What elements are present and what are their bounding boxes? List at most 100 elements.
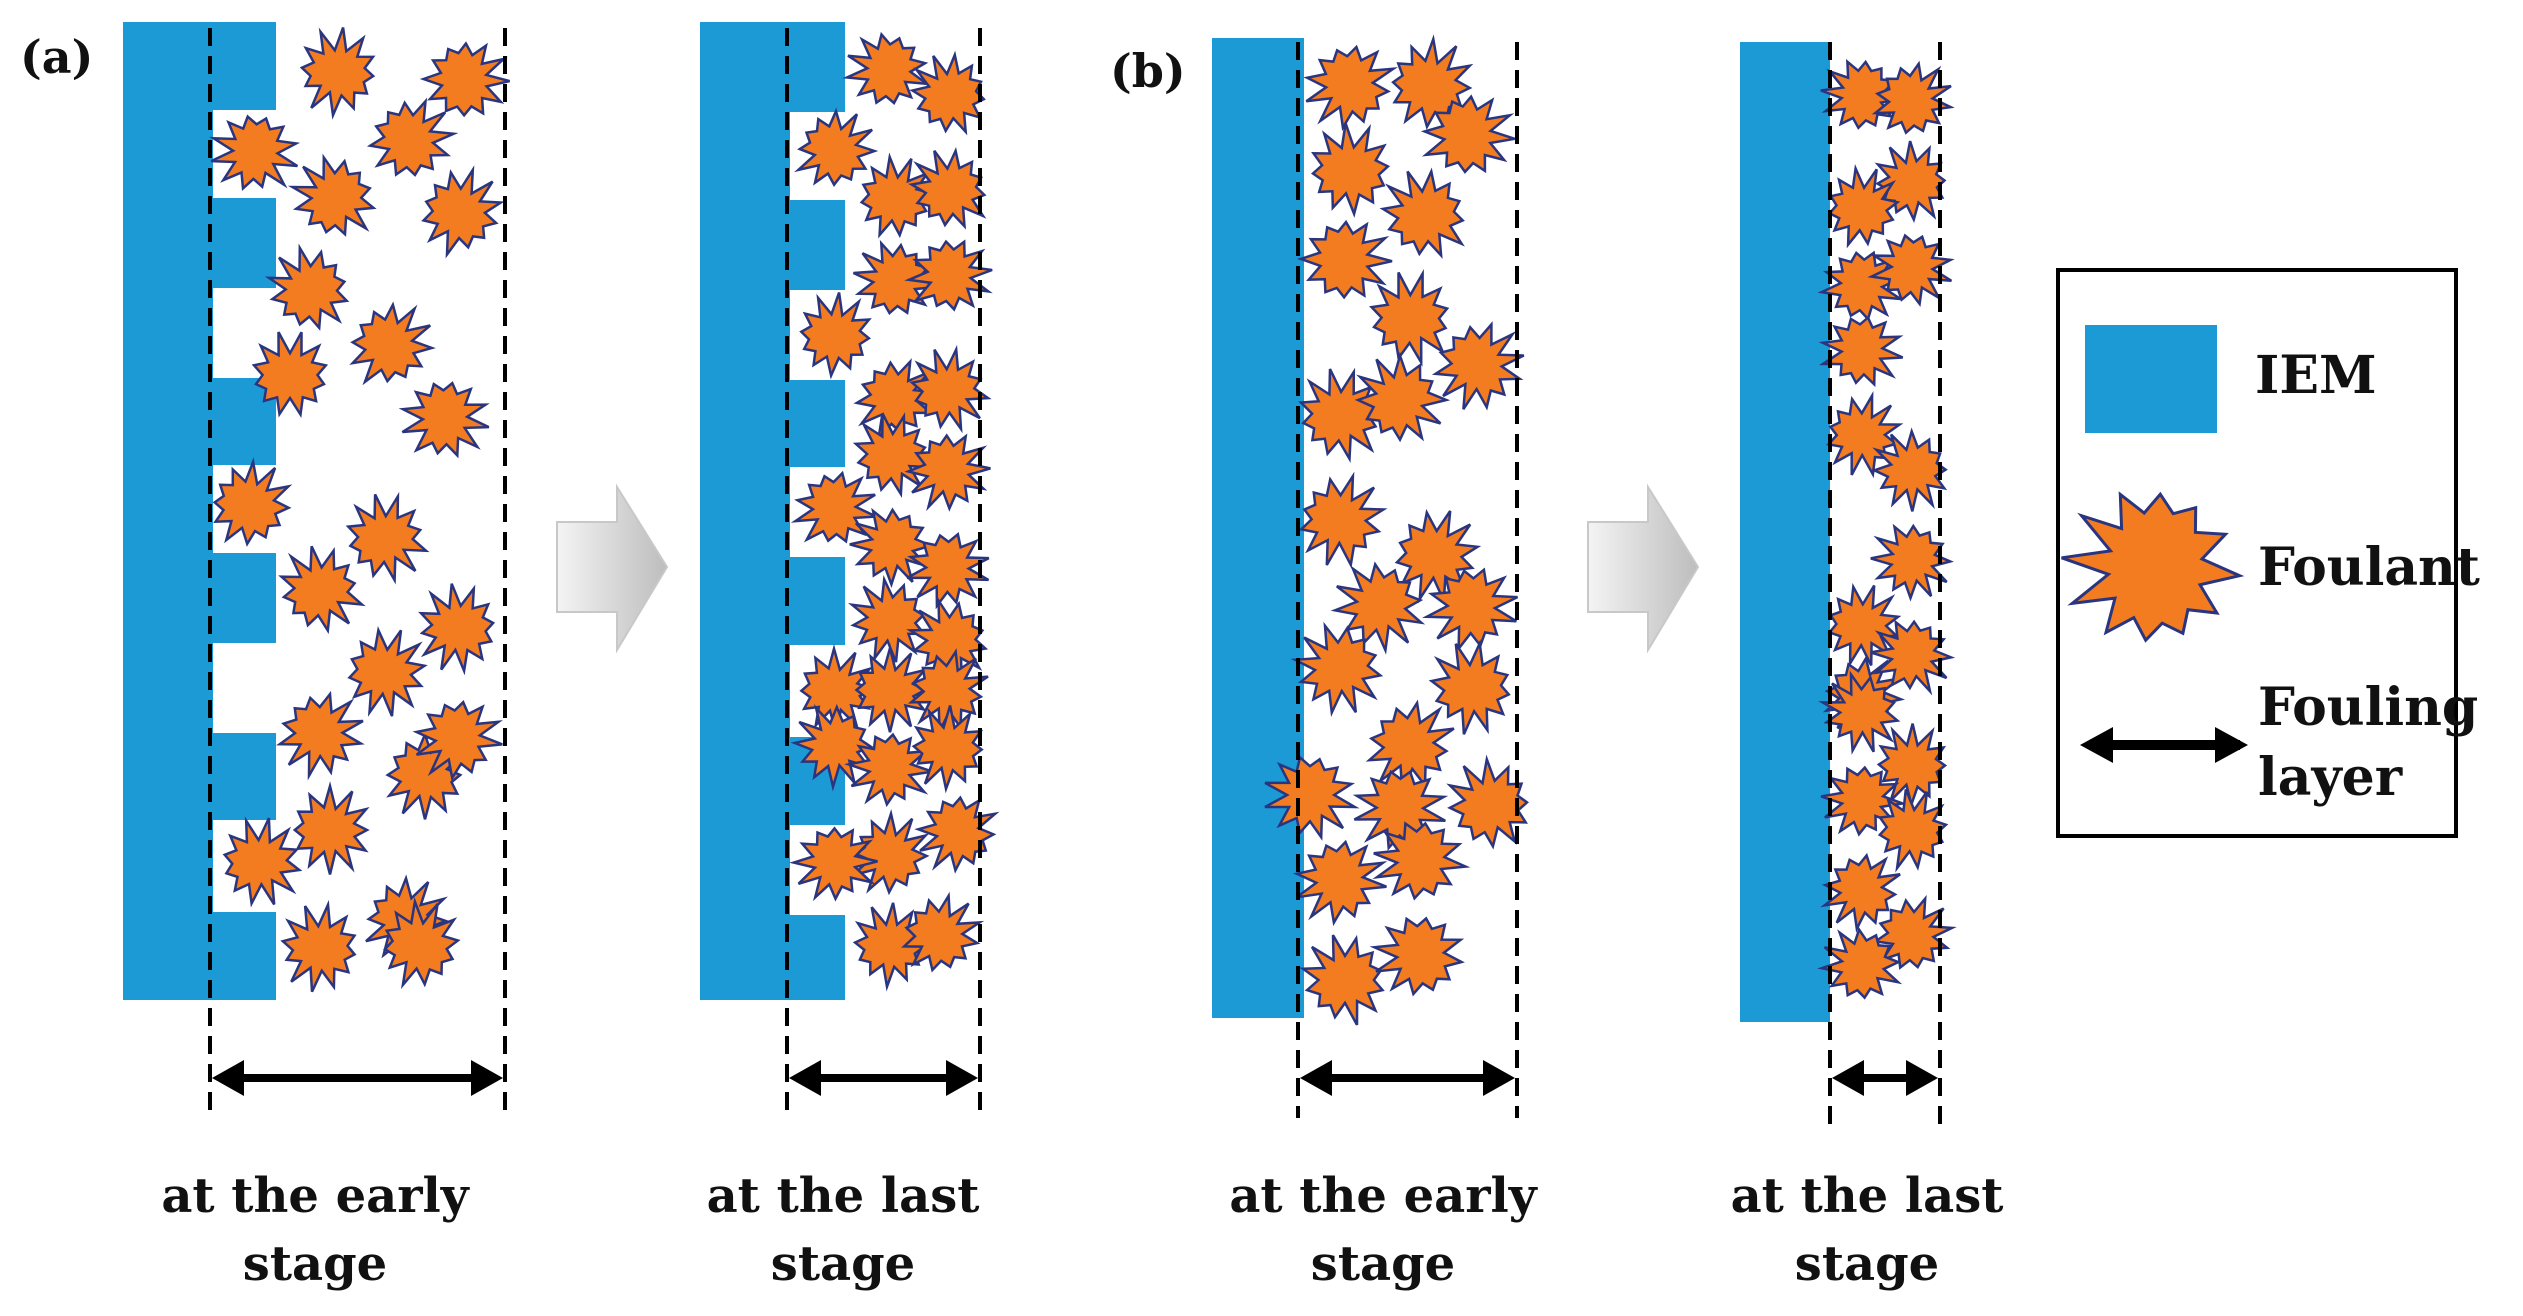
foulant-star — [412, 700, 503, 782]
iem-membrane — [1740, 42, 1830, 1022]
foulant-star — [901, 891, 985, 973]
iem-ridge — [210, 553, 276, 643]
foulant-star — [212, 457, 293, 547]
caption-b-early: at the early stage — [1229, 1168, 1538, 1292]
foulant-star — [1870, 619, 1956, 696]
foulant-star — [1330, 561, 1426, 655]
foulant-star — [251, 331, 329, 419]
foulant-star — [1871, 60, 1955, 135]
foulant-star — [418, 583, 496, 676]
foulant-star — [292, 781, 370, 875]
svg-text:at the early: at the early — [161, 1168, 470, 1224]
foulant-star — [1820, 852, 1901, 933]
foulant-star — [1872, 894, 1957, 970]
right-arrow-icon — [556, 483, 669, 654]
iem-ridge — [787, 380, 845, 467]
svg-text:stage: stage — [243, 1236, 387, 1292]
foulant-star — [1290, 621, 1384, 717]
legend-label-fouling: Fouling — [2258, 677, 2478, 738]
foulant-star — [1293, 839, 1388, 927]
iem-swatch-icon — [2085, 325, 2217, 433]
legend-label-layer: layer — [2258, 747, 2403, 808]
foulant-star — [276, 690, 365, 781]
foulant-star — [1369, 916, 1465, 997]
foulant-star — [1354, 351, 1451, 443]
foulant-star — [794, 107, 879, 187]
foulant-star — [1372, 821, 1471, 901]
foulant-star — [908, 147, 987, 230]
foulant-star — [1874, 140, 1947, 224]
fouling-layer-arrow — [1832, 1060, 1938, 1096]
fouling-layer-arrow — [1300, 1060, 1515, 1096]
foulant-star — [264, 243, 350, 331]
iem-membrane — [700, 22, 790, 1000]
foulant-star — [419, 41, 510, 118]
right-arrow-icon — [1587, 483, 1700, 654]
iem-ridge — [210, 912, 276, 1000]
legend-label-foulant: Foulant — [2258, 537, 2480, 598]
foulant-star — [847, 575, 927, 663]
foulant-star — [851, 809, 930, 896]
foulant-star — [789, 826, 878, 902]
foulant-star — [1420, 94, 1516, 174]
iem-ridge — [787, 557, 845, 645]
foulant-star — [299, 27, 376, 120]
iem-ridge — [787, 22, 845, 112]
svg-text:stage: stage — [771, 1236, 915, 1292]
foulant-star — [1310, 122, 1391, 218]
legend-label-iem: IEM — [2255, 345, 2377, 406]
foulant-star — [1867, 233, 1955, 308]
caption-a-last: at the last stage — [707, 1168, 980, 1292]
foulant-star — [1871, 427, 1948, 512]
foulant-star — [222, 816, 303, 908]
iem-membrane — [123, 22, 213, 1000]
panel-b-label: (b) — [1110, 44, 1186, 98]
foulant-star — [909, 50, 986, 136]
foulant-star — [849, 507, 935, 589]
foulant-star — [799, 292, 872, 380]
foulant-star — [854, 643, 928, 733]
foulant-star — [914, 795, 1000, 874]
foulant-star-icon — [2061, 491, 2245, 643]
iem-ridge — [210, 733, 276, 820]
foulant-star — [904, 433, 991, 512]
iem-ridge — [210, 22, 276, 110]
foulant-star — [1818, 670, 1901, 755]
fouling-layer-boundaries — [208, 28, 1942, 1128]
foulant-star — [287, 153, 377, 237]
foulant-star — [1446, 754, 1529, 850]
foulant-star — [1299, 934, 1385, 1026]
iem-ridge — [787, 915, 845, 1000]
foulant-star — [421, 165, 505, 259]
foulant-star — [278, 545, 366, 635]
foulant-star — [345, 491, 430, 585]
svg-text:at the last: at the last — [707, 1168, 980, 1224]
legend: IEM Foulant Fouling layer — [2056, 268, 2480, 838]
foulant-star — [1264, 755, 1360, 841]
foulant-star — [1369, 269, 1450, 367]
foulant-star — [366, 97, 459, 177]
fouling-layer-arrow — [789, 1060, 978, 1096]
foulant-star — [842, 31, 932, 105]
foulant-star — [904, 239, 993, 312]
foulant-star — [790, 703, 874, 792]
svg-text:at the early: at the early — [1229, 1168, 1538, 1224]
svg-text:at the last: at the last — [1731, 1168, 2004, 1224]
iem-ridge — [210, 198, 276, 288]
foulant-star — [1298, 471, 1388, 569]
iem-membranes — [123, 22, 1830, 1022]
foulant-star — [398, 381, 490, 459]
caption-a-early: at the early stage — [161, 1168, 470, 1292]
double-arrow-icon — [2080, 727, 2248, 763]
svg-text:stage: stage — [1311, 1236, 1455, 1292]
foulant-star — [209, 114, 301, 192]
foulant-star — [1303, 44, 1398, 132]
foulant-star — [852, 902, 926, 992]
caption-b-last: at the last stage — [1731, 1168, 2004, 1292]
foulant-star — [1817, 926, 1903, 1000]
foulant-star — [1818, 315, 1904, 388]
foulant-star — [383, 896, 461, 990]
foulant-star — [347, 626, 428, 717]
foulant-star — [1431, 321, 1525, 411]
